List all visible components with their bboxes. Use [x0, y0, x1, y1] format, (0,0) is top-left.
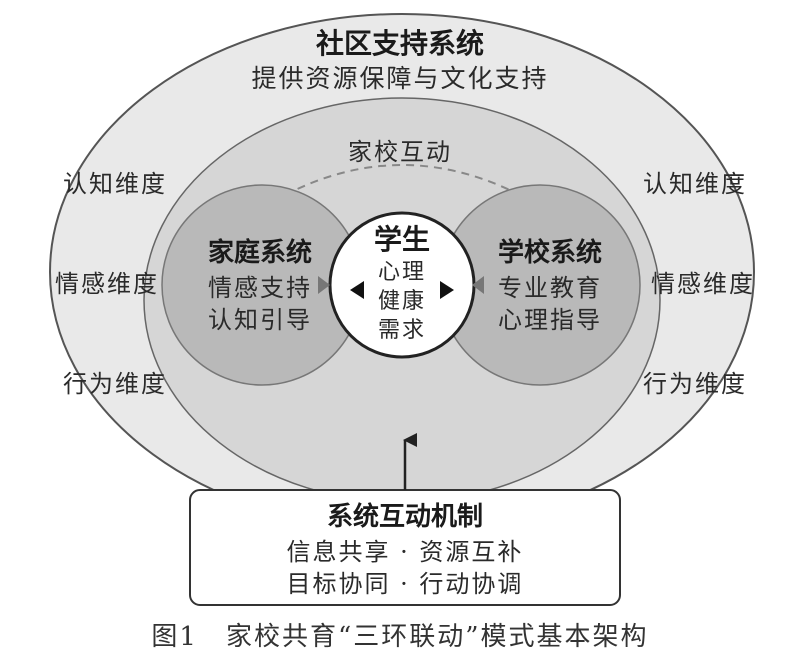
mechanism-line2: 目标协同 · 行动协调 [286, 570, 524, 598]
school-to-student-arrow [472, 276, 484, 294]
school-line1: 专业教育 [498, 274, 602, 302]
right-behavioral-dimension: 行为维度 [643, 370, 747, 398]
student-title: 学生 [373, 223, 430, 256]
community-title: 社区支持系统 [315, 27, 484, 60]
left-emotional-dimension: 情感维度 [55, 270, 159, 298]
student-right-arrow [440, 281, 454, 299]
left-cognitive-dimension: 认知维度 [63, 170, 167, 198]
interaction-label: 家校互动 [348, 138, 452, 166]
interaction-arc [284, 164, 521, 196]
student-line3: 需求 [377, 318, 426, 343]
right-emotional-dimension: 情感维度 [651, 270, 755, 298]
family-title: 家庭系统 [207, 238, 312, 268]
community-subtitle: 提供资源保障与文化支持 [251, 64, 549, 93]
student-left-arrow [350, 281, 364, 299]
student-line1: 心理 [377, 260, 426, 285]
right-cognitive-dimension: 认知维度 [643, 170, 747, 198]
school-line2: 心理指导 [498, 306, 602, 334]
family-line1: 情感支持 [208, 274, 312, 302]
family-line2: 认知引导 [208, 306, 312, 334]
mechanism-line1: 信息共享 · 资源互补 [286, 538, 524, 566]
mechanism-title: 系统互动机制 [326, 502, 483, 532]
student-line2: 健康 [377, 289, 426, 314]
family-to-student-arrow [318, 276, 330, 294]
left-behavioral-dimension: 行为维度 [63, 370, 167, 398]
school-title: 学校系统 [497, 238, 602, 268]
figure-caption: 图1 家校共育“三环联动”模式基本架构 [151, 622, 649, 652]
